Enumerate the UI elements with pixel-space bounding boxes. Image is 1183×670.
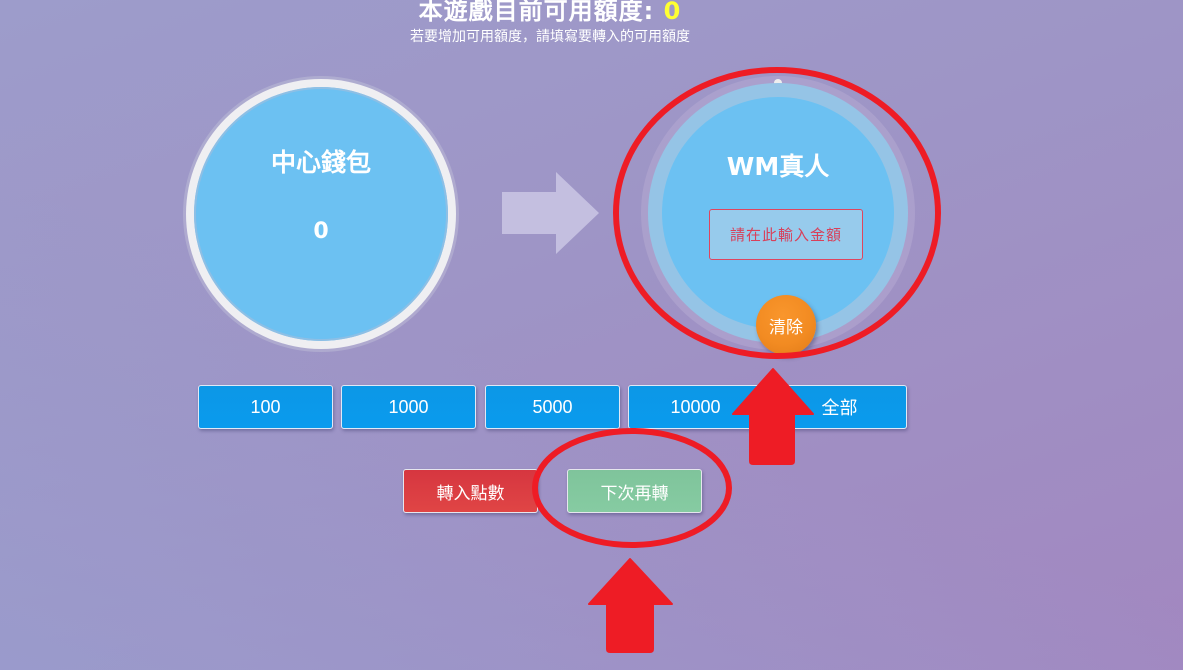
central-wallet-body: 中心錢包 0 <box>194 87 448 341</box>
central-wallet-title: 中心錢包 <box>270 148 371 177</box>
wm-live-wallet-ring: WM真人 清除 <box>648 83 908 355</box>
quick-amount-all-button[interactable]: 全部 <box>772 385 907 429</box>
quick-amount-1000-button[interactable]: 1000 <box>341 385 476 429</box>
wm-live-wallet-title: WM真人 <box>726 152 830 181</box>
central-wallet-circle: 中心錢包 0 <box>186 79 456 349</box>
wm-live-wallet-circle: WM真人 清除 <box>641 76 915 355</box>
annotation-arrow-up-icon <box>588 558 673 653</box>
transfer-amount-input[interactable] <box>709 209 863 260</box>
arrow-right-icon <box>502 172 599 254</box>
clear-button[interactable]: 清除 <box>756 295 816 355</box>
available-credit-amount: 0 <box>663 0 682 25</box>
quick-amount-100-button[interactable]: 100 <box>198 385 333 429</box>
available-credit-title: 本遊戲目前可用額度: 0 <box>0 0 1100 26</box>
transfer-points-button[interactable]: 轉入點數 <box>403 469 538 513</box>
quick-amount-5000-button[interactable]: 5000 <box>485 385 620 429</box>
wm-live-wallet-body: WM真人 清除 <box>662 97 894 355</box>
instruction-text: 若要增加可用額度，請填寫要轉入的可用額度 <box>410 29 690 45</box>
available-credit-label: 本遊戲目前可用額度: <box>418 0 655 25</box>
quick-amount-10000-button[interactable]: 10000 <box>628 385 763 429</box>
transfer-later-button[interactable]: 下次再轉 <box>567 469 702 513</box>
central-wallet-balance: 0 <box>313 219 329 244</box>
